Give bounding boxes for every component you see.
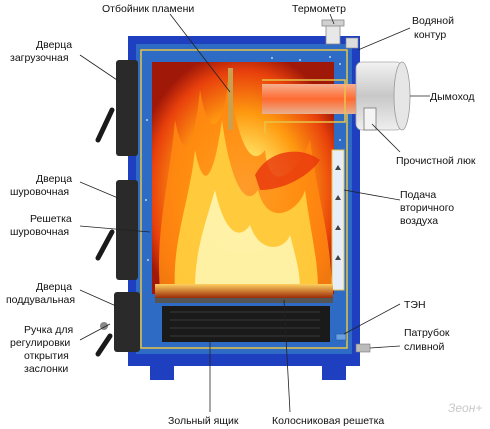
label-poker-door-2: шуровочная xyxy=(10,186,69,198)
chimney-opening xyxy=(393,61,411,131)
coal-bed xyxy=(155,284,333,298)
label-loading-door-2: загрузочная xyxy=(10,52,69,64)
labels: Отбойник пламени Термометр Водяной конту… xyxy=(6,3,482,427)
label-damper-handle-3: открытия xyxy=(24,350,69,362)
heating-element xyxy=(335,333,347,341)
label-poker-grate-2: шуровочная xyxy=(10,226,69,238)
thermometer-cap xyxy=(321,19,345,27)
label-secondary-air-2: вторичного xyxy=(400,202,454,214)
label-ash-door-2: поддувальная xyxy=(6,294,75,306)
label-secondary-air-3: воздуха xyxy=(400,215,438,227)
label-damper-handle-4: заслонки xyxy=(24,363,68,375)
water-outlet xyxy=(345,37,359,49)
poker-door-handle xyxy=(95,229,115,261)
thermometer xyxy=(325,23,341,45)
drain-pipe xyxy=(355,343,371,353)
air-arrows xyxy=(335,165,341,260)
flames xyxy=(158,80,332,290)
label-chimney: Дымоход xyxy=(430,91,474,103)
leader-lines xyxy=(79,13,430,413)
flame-deflector xyxy=(228,68,233,130)
label-loading-door-1: Дверца xyxy=(36,39,72,51)
ash-door xyxy=(114,292,140,352)
label-poker-door-1: Дверца xyxy=(36,173,72,185)
loading-door xyxy=(116,60,138,156)
label-flame-deflector: Отбойник пламени xyxy=(102,3,194,15)
jacket-outline xyxy=(140,49,348,349)
ash-box xyxy=(162,306,330,342)
watermark: Зеон+ xyxy=(448,401,482,415)
secondary-air-channel xyxy=(331,149,345,291)
label-damper-handle-1: Ручка для xyxy=(24,324,73,336)
label-grate-bars: Колосниковая решетка xyxy=(272,415,384,427)
baffle xyxy=(262,79,346,134)
loading-door-handle xyxy=(95,107,115,143)
flue-pipe xyxy=(262,84,372,114)
label-drain-pipe-1: Патрубок xyxy=(404,327,450,339)
label-water-circuit-1: Водяной xyxy=(412,15,454,27)
label-ash-door-1: Дверца xyxy=(36,281,72,293)
ash-texture xyxy=(170,311,320,337)
label-drain-pipe-2: сливной xyxy=(404,341,444,353)
label-thermometer: Термометр xyxy=(292,3,346,15)
label-poker-grate-1: Решетка xyxy=(30,213,72,225)
label-heating-element: ТЭН xyxy=(404,299,426,311)
foot-left xyxy=(150,366,174,380)
label-ash-box: Зольный ящик xyxy=(168,415,239,427)
label-cleaning-hatch: Прочистной люк xyxy=(396,155,476,167)
grate-bars xyxy=(155,298,333,303)
label-water-circuit-2: контур xyxy=(414,29,446,41)
damper-handle xyxy=(95,333,113,357)
label-secondary-air-1: Подача xyxy=(400,189,436,201)
label-damper-handle-2: регулировки xyxy=(10,337,70,349)
foot-right xyxy=(322,366,346,380)
